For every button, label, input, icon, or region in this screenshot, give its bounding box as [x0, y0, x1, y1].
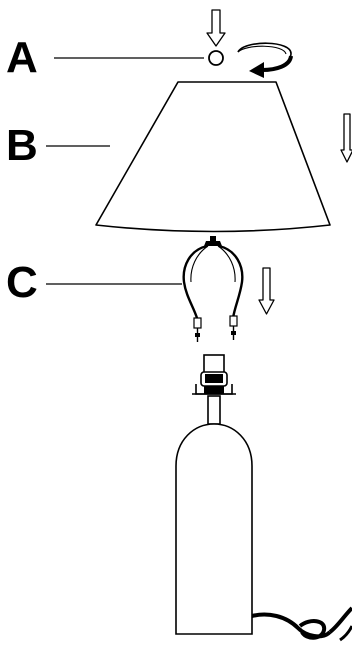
harp	[182, 236, 244, 342]
lampshade	[95, 81, 331, 233]
lampshade-outline	[95, 81, 331, 233]
lamp-base	[175, 423, 253, 635]
down-arrow-icon	[340, 113, 352, 163]
lamp-socket	[192, 354, 236, 425]
down-arrow-icon	[206, 9, 226, 47]
finial	[208, 50, 224, 66]
down-arrow-icon	[258, 267, 275, 315]
label-c: C	[6, 258, 38, 307]
rotate-arrow-icon	[237, 42, 293, 78]
label-a: A	[6, 33, 38, 82]
lamp-body	[175, 423, 253, 635]
power-cord	[251, 606, 352, 642]
label-b: B	[6, 121, 38, 170]
finial-knob	[208, 50, 224, 66]
